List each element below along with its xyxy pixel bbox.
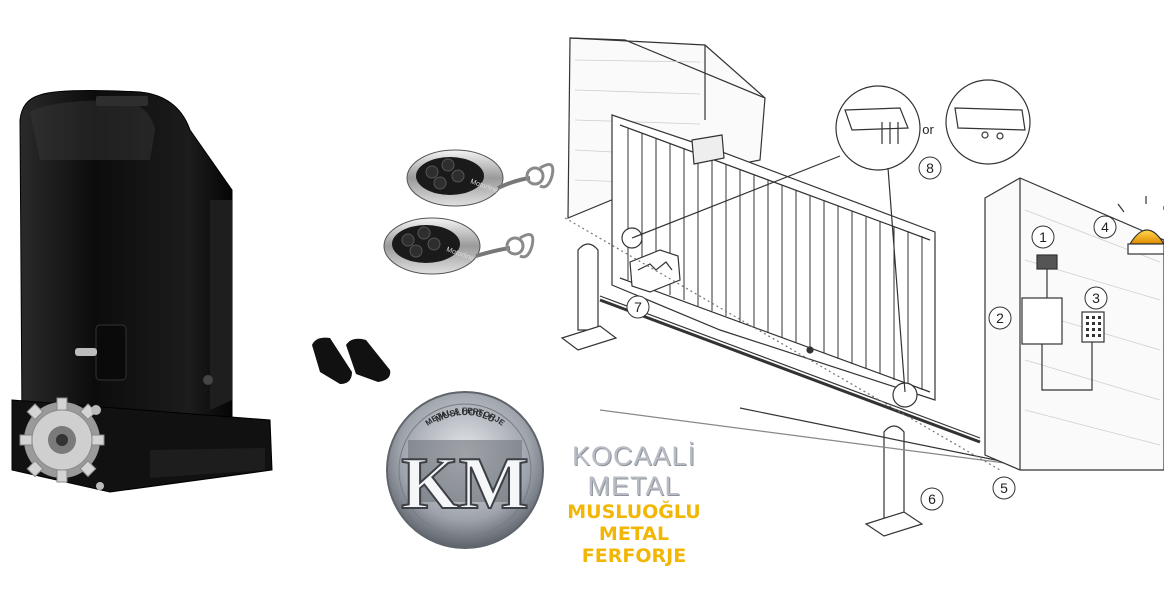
- logo-monogram: KM: [401, 443, 528, 525]
- svg-text:2: 2: [996, 310, 1004, 326]
- remote-bottom: Motorline: [383, 217, 535, 275]
- callout-5: 5: [992, 476, 1016, 500]
- svg-text:1: 1: [1039, 229, 1047, 245]
- callout-7: 7: [626, 295, 650, 319]
- svg-text:6: 6: [928, 491, 936, 507]
- svg-text:8: 8: [926, 160, 934, 176]
- callout-3: 3: [1084, 286, 1108, 310]
- callout-6: 6: [920, 487, 944, 511]
- or-label: or: [922, 122, 934, 137]
- gate-motor-symbol: [629, 249, 681, 293]
- warning-lamp: [1117, 196, 1164, 255]
- callout-1: 1: [1031, 225, 1055, 249]
- svg-text:3: 3: [1092, 290, 1100, 306]
- gate-motor-unit: [11, 90, 273, 493]
- rack-detail-callout: [631, 79, 1031, 393]
- drive-gear: [19, 397, 105, 490]
- callout-4: 4: [1093, 215, 1117, 239]
- photocell-pair: [312, 337, 391, 384]
- photocell-post-right: [864, 425, 924, 537]
- svg-text:7: 7: [634, 299, 642, 315]
- diagram-callouts: 1 2 3 4 5 6 7 8 or: [626, 122, 1117, 511]
- right-wall: [984, 177, 1164, 471]
- photocell-post-left: [560, 243, 618, 351]
- svg-text:5: 5: [1000, 480, 1008, 496]
- svg-text:4: 4: [1101, 219, 1109, 235]
- callout-8: 8: [918, 156, 942, 180]
- sliding-gate: [599, 114, 981, 444]
- remote-controls: Motorline Motorline: [383, 149, 555, 275]
- remote-top: Motorline: [406, 149, 555, 207]
- installation-diagram: [560, 37, 1164, 537]
- callout-2: 2: [988, 306, 1012, 330]
- company-logo: MUSLUOĞLU METAL & FERFORJE KM: [386, 391, 544, 549]
